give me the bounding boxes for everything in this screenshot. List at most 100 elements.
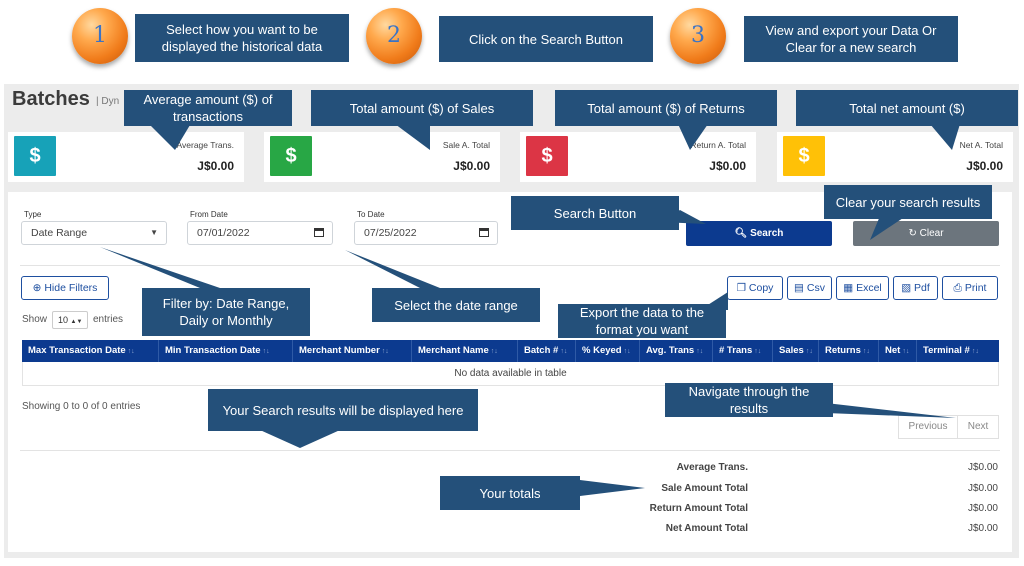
step-1-callout: Select how you want to be displayed the … [135, 14, 349, 62]
card-value: J$0.00 [453, 159, 490, 173]
date-range-callout: Select the date range [372, 288, 540, 322]
pdf-label: Pdf [914, 282, 930, 294]
callout-pointer [150, 125, 190, 150]
callout-pointer [260, 430, 340, 448]
step-2-callout: Click on the Search Button [439, 16, 653, 62]
column-header-label: Min Transaction Date [165, 345, 261, 356]
search-button[interactable]: 🔍︎ Search [686, 221, 832, 246]
returns-callout: Total amount ($) of Returns [555, 90, 777, 126]
from-date-input[interactable]: 07/01/2022 [187, 221, 333, 245]
to-date-value: 07/25/2022 [364, 227, 417, 239]
card-sale-total: $ Sale A. Total J$0.00 [264, 132, 500, 182]
calendar-icon[interactable] [479, 228, 489, 237]
column-header[interactable]: Returns↑↓ [819, 340, 879, 362]
totals-callout: Your totals [440, 476, 580, 510]
column-header[interactable]: Avg. Trans↑↓ [640, 340, 713, 362]
column-header-label: % Keyed [582, 345, 622, 356]
type-label: Type [24, 210, 42, 219]
card-label: Net A. Total [959, 140, 1003, 150]
search-callout: Search Button [511, 196, 679, 230]
card-net-total: $ Net A. Total J$0.00 [777, 132, 1013, 182]
card-value: J$0.00 [709, 159, 746, 173]
step-3-badge: 3 [670, 8, 726, 64]
total-average-value: J$0.00 [967, 462, 998, 473]
file-pdf-icon: ▧ [901, 282, 912, 294]
total-return-value: J$0.00 [967, 503, 998, 514]
search-icon: 🔍︎ [734, 228, 748, 239]
next-page-button[interactable]: Next [957, 415, 999, 439]
file-excel-icon: ▦ [843, 282, 854, 294]
to-date-label: To Date [357, 210, 385, 219]
card-label: Return A. Total [690, 140, 746, 150]
callout-pointer [870, 216, 906, 240]
table-info: Showing 0 to 0 of 0 entries [22, 401, 141, 412]
column-header[interactable]: # Trans↑↓ [713, 340, 773, 362]
step-2-badge: 2 [366, 8, 422, 64]
column-header[interactable]: Terminal #↑↓ [917, 340, 999, 362]
page-subtitle: | Dyn [96, 96, 120, 107]
sort-icon: ↑↓ [862, 348, 870, 355]
to-date-input[interactable]: 07/25/2022 [354, 221, 498, 245]
column-header[interactable]: Net↑↓ [879, 340, 917, 362]
column-header-label: Avg. Trans [646, 345, 695, 356]
column-header-label: Returns [825, 345, 861, 356]
column-header-label: Max Transaction Date [28, 345, 126, 356]
sales-callout: Total amount ($) of Sales [311, 90, 533, 126]
column-header-label: Merchant Name [418, 345, 489, 356]
column-header[interactable]: Min Transaction Date↑↓ [159, 340, 293, 362]
step-1-badge: 1 [72, 8, 128, 64]
csv-button[interactable]: ▤ Csv [787, 276, 832, 300]
table-empty-row: No data available in table [22, 362, 999, 386]
print-button[interactable]: ⎙ Print [942, 276, 998, 300]
page-length-value: 10 [58, 315, 69, 325]
excel-label: Excel [856, 282, 882, 294]
copy-label: Copy [748, 282, 774, 294]
hide-filters-button[interactable]: ⊕ Hide Filters [21, 276, 109, 300]
sort-icon: ↑↓ [696, 348, 704, 355]
refresh-icon: ↻ [908, 228, 917, 239]
from-date-value: 07/01/2022 [197, 227, 250, 239]
total-net-label: Net Amount Total [665, 523, 748, 534]
copy-icon: ❐ [736, 282, 746, 294]
column-header[interactable]: Merchant Name↑↓ [412, 340, 518, 362]
total-sale-value: J$0.00 [967, 483, 998, 494]
clear-callout: Clear your search results [824, 185, 992, 219]
table-header: Max Transaction Date↑↓ Min Transaction D… [22, 340, 999, 362]
dollar-icon: $ [526, 136, 568, 176]
sort-icon: ↑↓ [902, 348, 910, 355]
type-select[interactable]: Date Range ▼ [21, 221, 167, 245]
sort-icon: ↑↓ [805, 348, 813, 355]
callout-pointer [930, 124, 960, 150]
column-header-label: Sales [779, 345, 804, 356]
dollar-icon: $ [783, 136, 825, 176]
search-button-label: Search [750, 228, 784, 239]
total-net-value: J$0.00 [967, 523, 998, 534]
sort-icon: ↑↓ [560, 348, 568, 355]
column-header[interactable]: Batch #↑↓ [518, 340, 576, 362]
copy-button[interactable]: ❐ Copy [727, 276, 783, 300]
column-header[interactable]: Sales↑↓ [773, 340, 819, 362]
column-header[interactable]: % Keyed↑↓ [576, 340, 640, 362]
card-label: Sale A. Total [442, 140, 490, 150]
column-header[interactable]: Merchant Number↑↓ [293, 340, 412, 362]
navigate-callout: Navigate through the results [665, 383, 833, 417]
export-callout: Export the data to the format you want [558, 304, 726, 338]
callout-pointer [678, 124, 708, 150]
arrow-up-circle-icon: ⊕ [32, 282, 42, 294]
column-header-label: Batch # [524, 345, 559, 356]
printer-icon: ⎙ [953, 282, 962, 294]
column-header[interactable]: Max Transaction Date↑↓ [22, 340, 159, 362]
column-header-label: Net [885, 345, 901, 356]
type-select-value: Date Range [31, 227, 88, 239]
net-callout: Total net amount ($) [796, 90, 1018, 126]
card-value: J$0.00 [966, 159, 1003, 173]
callout-pointer [800, 400, 956, 418]
dollar-icon: $ [14, 136, 56, 176]
excel-button[interactable]: ▦ Excel [836, 276, 889, 300]
page-length-select[interactable]: 10 ▲▼ [52, 311, 88, 329]
sort-icon: ↑↓ [971, 348, 979, 355]
card-return-total: $ Return A. Total J$0.00 [520, 132, 756, 182]
calendar-icon[interactable] [314, 228, 324, 237]
pdf-button[interactable]: ▧ Pdf [893, 276, 938, 300]
filter-callout: Filter by: Date Range, Daily or Monthly [142, 288, 310, 336]
